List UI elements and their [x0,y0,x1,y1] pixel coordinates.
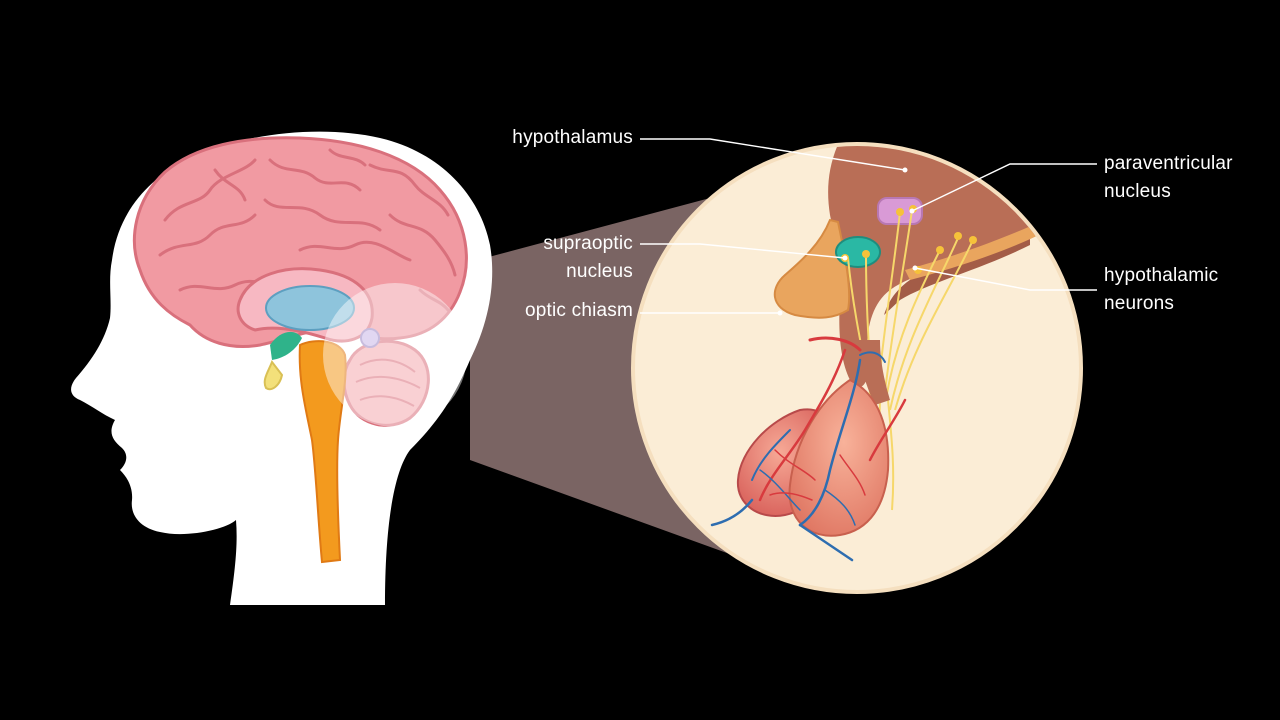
highlight-region [323,283,467,427]
cerebrum [133,136,468,348]
leader-hypothalamic-neurons [914,267,1097,291]
leader-supraoptic [640,243,846,259]
cerebellum-folds [355,358,421,407]
pituitary-stalk [263,360,284,391]
label-supraoptic-nucleus: supraoptic nucleus [543,233,633,282]
brain [133,136,468,564]
brainstem [298,340,347,564]
leader-hypothalamus [640,138,906,171]
blood-vessels [710,336,907,562]
label-hypothalamus: hypothalamus [512,127,633,148]
label-hypothalamic-neurons: hypothalamic neurons [1104,265,1219,314]
label-paraventricular-nucleus: paraventricular nucleus [1104,153,1233,202]
leader-paraventricular [911,163,1097,212]
neuron-cell-bodies [841,205,977,274]
ventricle [265,285,355,331]
leader-lines [640,138,1097,314]
leader-dots [777,167,918,316]
optic-chiasm-shape [773,218,851,319]
supraoptic-nucleus [835,236,881,268]
label-optic-chiasm: optic chiasm [525,300,633,321]
pituitary-region [270,331,302,360]
